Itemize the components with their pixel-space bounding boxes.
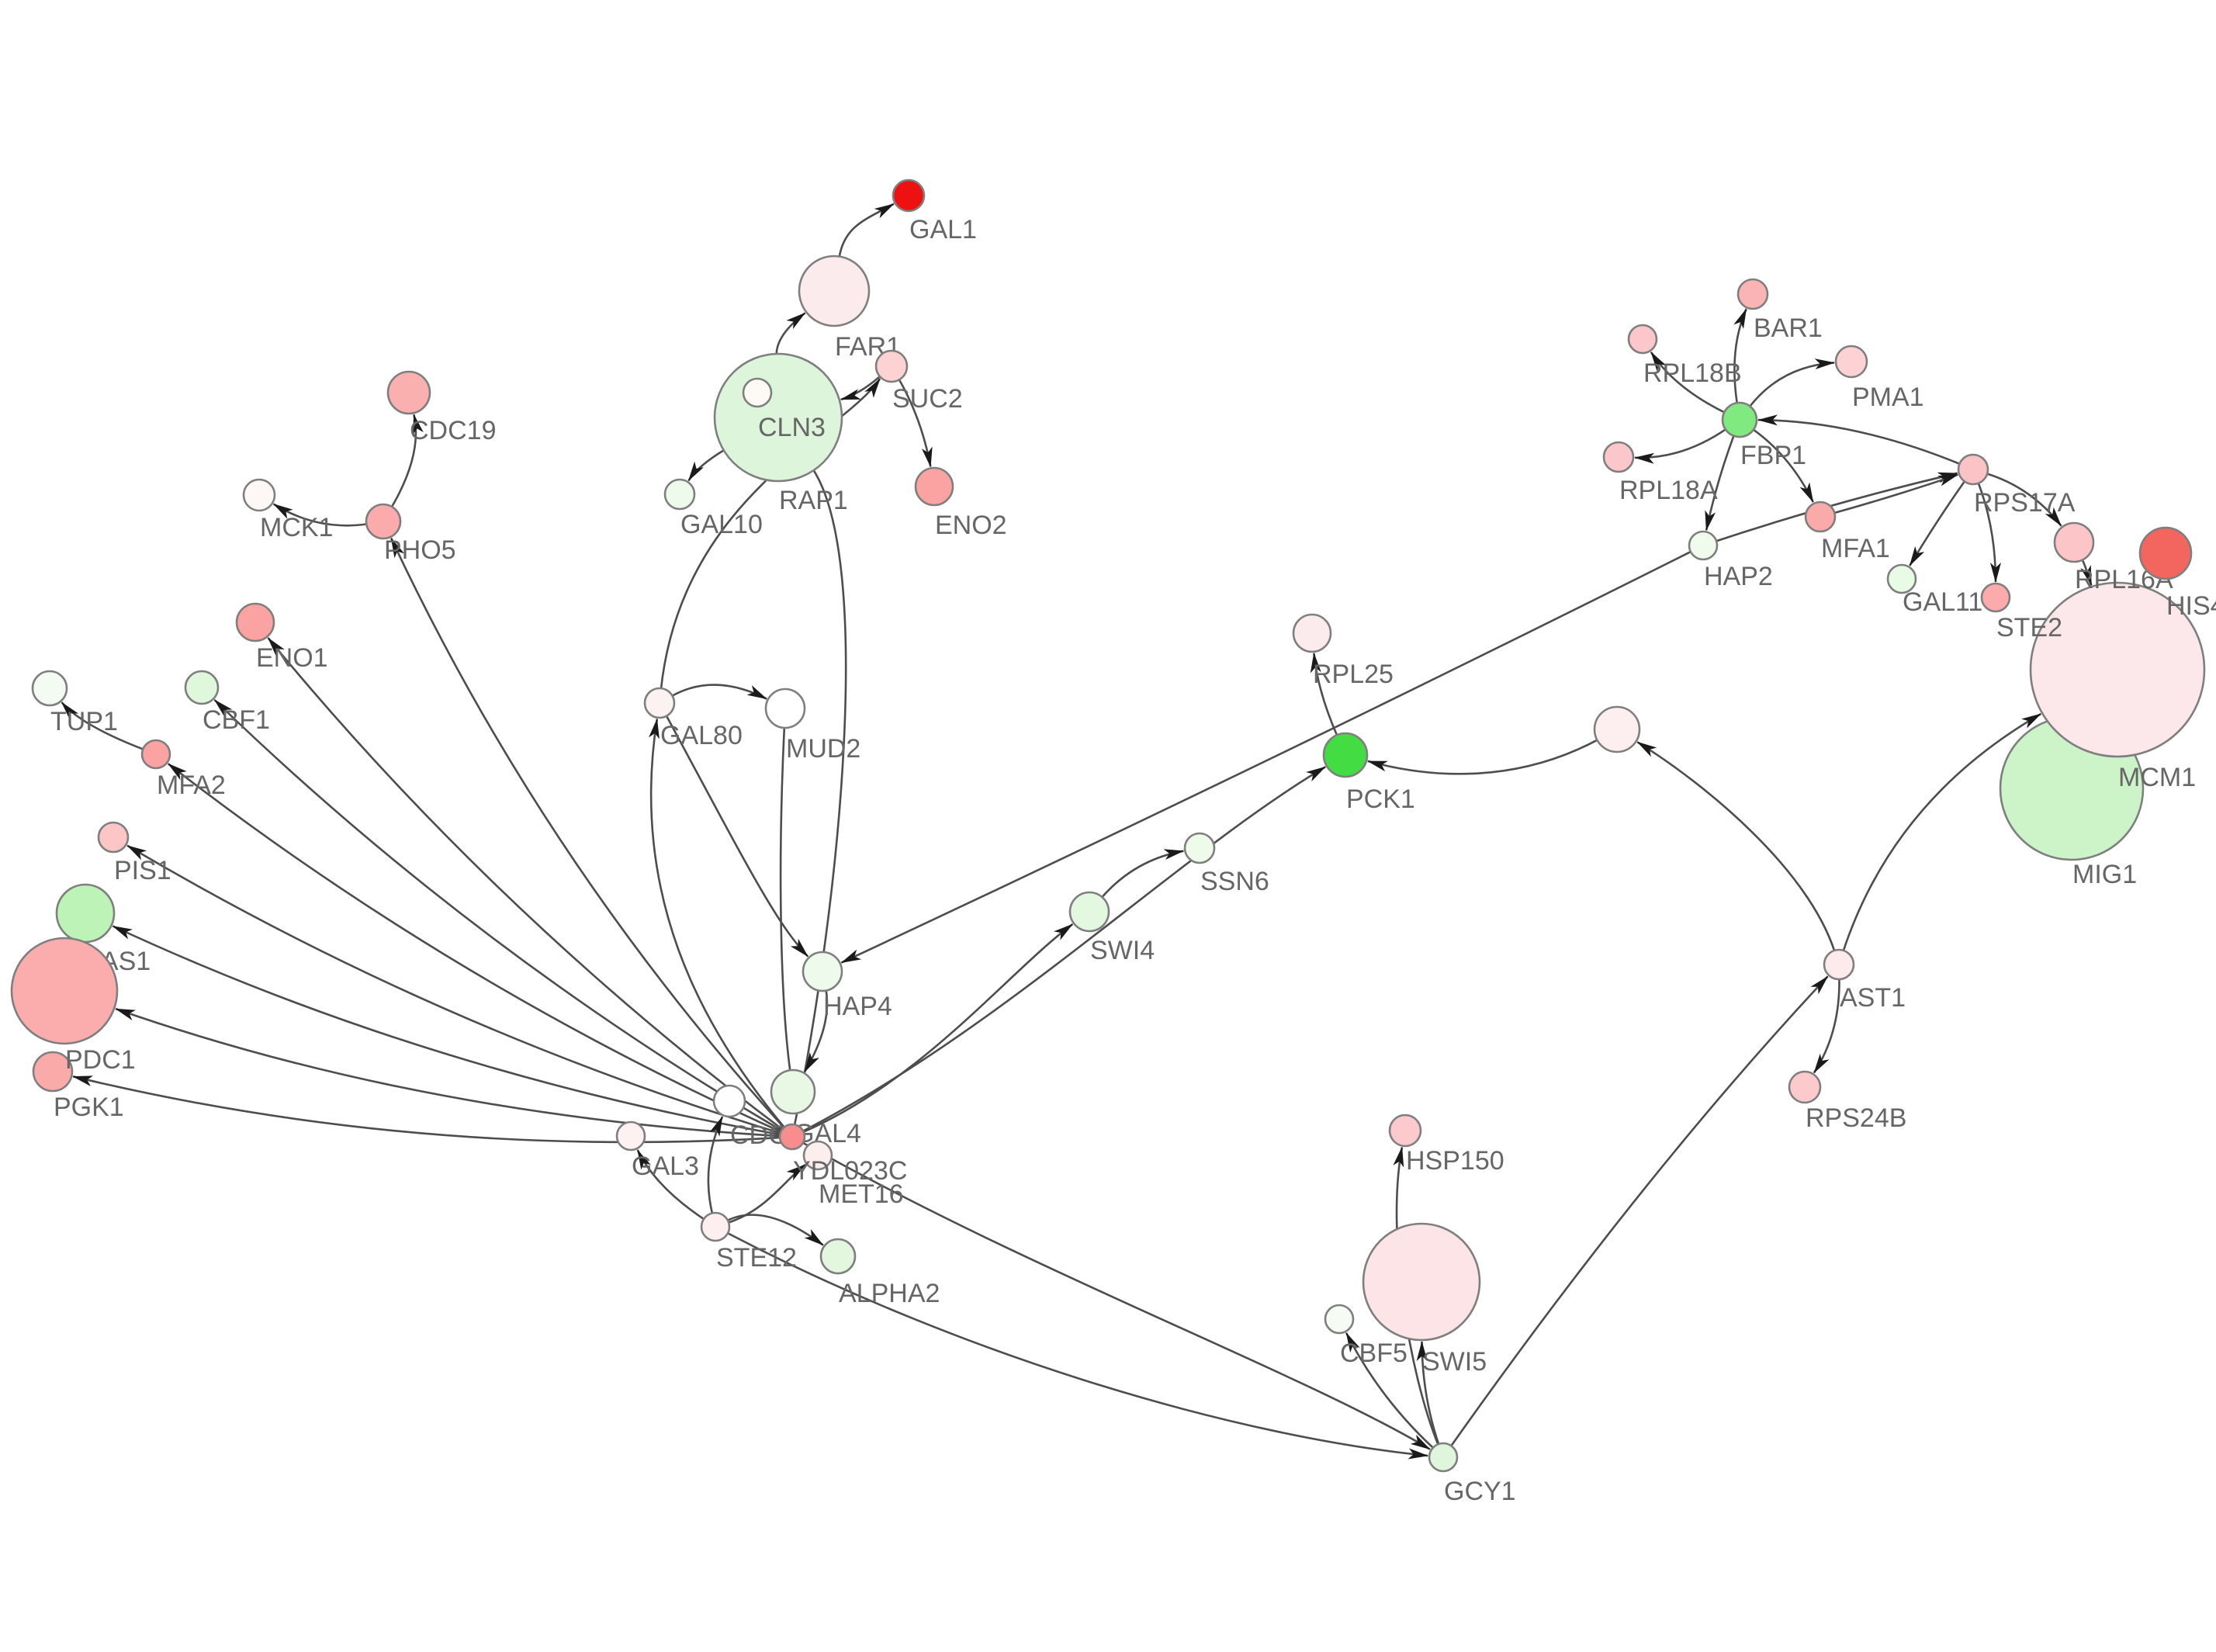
svg-text:MCK1: MCK1 [260, 513, 333, 542]
svg-text:SWI4: SWI4 [1090, 936, 1155, 965]
svg-text:FBP1: FBP1 [1740, 441, 1806, 470]
svg-text:STE12: STE12 [716, 1243, 797, 1273]
svg-text:CBF1: CBF1 [203, 705, 270, 735]
svg-text:GAL1: GAL1 [909, 215, 977, 244]
svg-text:SSN6: SSN6 [1200, 867, 1269, 896]
svg-text:GAL10: GAL10 [680, 510, 763, 539]
svg-text:MFA2: MFA2 [157, 771, 226, 800]
svg-text:PDC1: PDC1 [65, 1045, 136, 1075]
svg-text:HAP2: HAP2 [1704, 562, 1773, 591]
svg-text:PHO5: PHO5 [384, 535, 456, 565]
svg-text:STE2: STE2 [1996, 613, 2062, 642]
svg-text:MET16: MET16 [819, 1179, 904, 1209]
svg-text:MIG1: MIG1 [2072, 860, 2137, 889]
svg-text:RPL18B: RPL18B [1643, 358, 1742, 388]
svg-text:HAP4: HAP4 [823, 992, 892, 1021]
svg-text:RPL18A: RPL18A [1619, 476, 1718, 505]
svg-text:HIS4: HIS4 [2166, 591, 2216, 621]
svg-text:MCM1: MCM1 [2118, 763, 2196, 792]
svg-text:AST1: AST1 [1840, 983, 1906, 1013]
svg-text:SUC2: SUC2 [892, 384, 963, 414]
svg-text:CLN3: CLN3 [758, 413, 826, 442]
svg-text:ALPHA2: ALPHA2 [839, 1279, 940, 1308]
svg-text:RPL25: RPL25 [1313, 660, 1394, 689]
svg-text:PIS1: PIS1 [114, 856, 171, 885]
svg-text:TUP1: TUP1 [50, 707, 118, 736]
svg-text:PCK1: PCK1 [1346, 784, 1415, 814]
svg-text:CDC19: CDC19 [410, 416, 496, 445]
svg-text:RPS17A: RPS17A [1974, 488, 2076, 518]
svg-text:GAL3: GAL3 [632, 1152, 699, 1181]
svg-text:RAP1: RAP1 [779, 486, 848, 515]
svg-text:YDL023C: YDL023C [793, 1156, 907, 1186]
svg-text:CBF5: CBF5 [1340, 1339, 1408, 1368]
svg-text:HSP150: HSP150 [1406, 1146, 1504, 1176]
svg-text:GCY1: GCY1 [1444, 1477, 1516, 1506]
svg-text:GAL80: GAL80 [660, 721, 743, 750]
svg-text:PMA1: PMA1 [1852, 383, 1924, 412]
svg-text:RPS24B: RPS24B [1806, 1103, 1906, 1133]
svg-text:GAL11: GAL11 [1903, 587, 1982, 617]
svg-text:ENO2: ENO2 [935, 511, 1007, 540]
svg-text:ENO1: ENO1 [256, 643, 328, 673]
svg-text:PGK1: PGK1 [54, 1093, 124, 1122]
svg-text:BAR1: BAR1 [1754, 313, 1823, 343]
svg-text:MFA1: MFA1 [1821, 534, 1890, 563]
svg-text:MUD2: MUD2 [786, 734, 860, 764]
svg-text:SWI5: SWI5 [1422, 1347, 1487, 1377]
